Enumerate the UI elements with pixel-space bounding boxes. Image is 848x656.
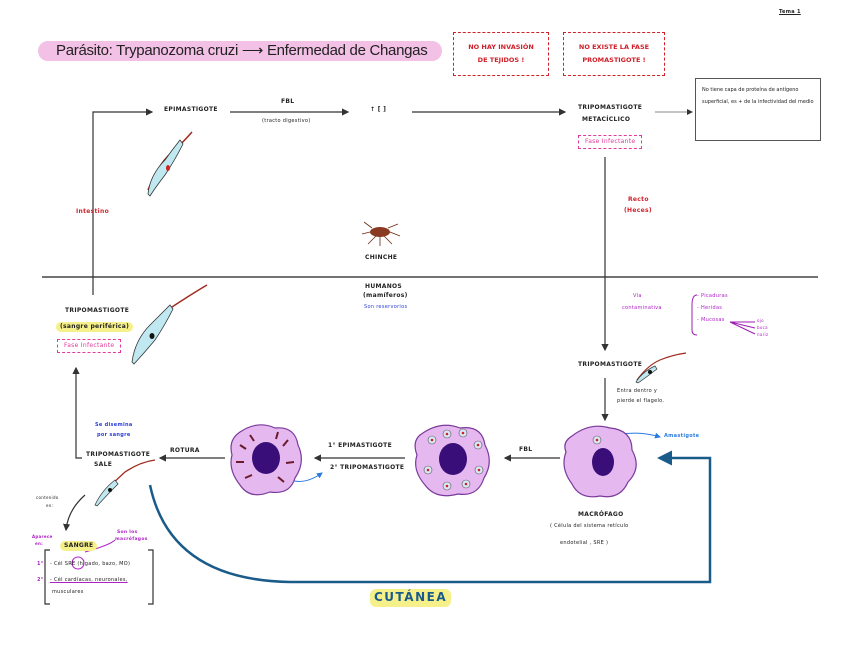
- cutaneous-route-arrow: [148, 450, 712, 584]
- macrophage-note-1: ( Célula del sistema retículo: [550, 523, 629, 529]
- route-wounds: - Heridas: [697, 305, 723, 311]
- appears-label-2: en:: [35, 541, 44, 546]
- human-trypomastigote-drawing-icon: [635, 352, 687, 384]
- amastigote-label: Amastigote: [664, 433, 700, 439]
- humans-label: HUMANOS: [365, 283, 403, 290]
- arrow-to-targets: [63, 494, 86, 532]
- page-title: Parásito: Trypanozoma cruzi ⟶ Enfermedad…: [38, 41, 442, 61]
- step-1-epimastigote: 1° EPIMASTIGOTE: [328, 442, 392, 449]
- warning-text: PROMASTIGOTE !: [582, 56, 646, 64]
- title-arrow-icon: ⟶: [241, 42, 267, 59]
- fbl-note: (tracto digestivo): [262, 118, 311, 124]
- brace-routes: [691, 294, 698, 336]
- exiting-trypomastigote-drawing-icon: [94, 459, 156, 507]
- feces-label: (Heces): [624, 207, 652, 214]
- mucosa-arrows: [729, 321, 756, 335]
- warning-text: DE TEJIDOS !: [477, 56, 525, 64]
- fbl-label: FBL: [281, 98, 295, 105]
- mucosa-nose: nariz: [757, 332, 769, 337]
- targets-bracket-right: [148, 549, 154, 605]
- warning-text: NO HAY INVASIÓN: [468, 43, 534, 51]
- peripheral-blood-label: (sangre periférica): [56, 322, 134, 332]
- blood-label: SANGRE: [60, 541, 98, 551]
- concentration-increase: ↑ [ ]: [370, 106, 387, 113]
- metacyclic-label-1: TRIPOMASTIGOTE: [578, 104, 643, 111]
- spread-label-2: por sangre: [97, 432, 131, 438]
- chinche-bug-icon: [361, 221, 401, 246]
- sre-pointer: [84, 539, 116, 553]
- ruptured-cell-drawing-icon: [230, 424, 302, 496]
- contained-label-1: contenido: [36, 495, 59, 500]
- route-bites: - Picaduras: [697, 293, 728, 299]
- title-disease: Enfermedad de Changas: [266, 42, 428, 59]
- target-2-text-cont: musculares: [52, 589, 84, 595]
- target-2-text: - Cél cardíacas, neuronales,: [50, 577, 128, 583]
- human-trypomastigote-label: TRIPOMASTIGOTE: [578, 361, 643, 368]
- infected-cell-drawing-icon: [414, 424, 490, 497]
- warning-no-tissue-invasion: NO HAY INVASIÓN DE TEJIDOS !: [453, 32, 549, 76]
- target-1-text: - Cél SRE (hígado, bazo, MO): [50, 561, 131, 567]
- bug-label: CHINCHE: [365, 254, 398, 261]
- target-1-order: 1°: [37, 561, 44, 567]
- metacyclic-label-2: METACÍCLICO: [582, 116, 631, 123]
- macrophage-drawing-icon: [563, 425, 637, 498]
- macrophage-label: MACRÓFAGO: [578, 511, 624, 518]
- page-label: Tema 1: [779, 9, 801, 15]
- macrophages-note-1: Son los: [117, 530, 138, 535]
- cutaneous-route-label: CUTÁNEA: [370, 589, 452, 607]
- spread-label-1: Se disemina: [95, 422, 133, 428]
- arrow-intestine-to-epimastigote: [92, 108, 154, 295]
- route-label-2: contaminativa: [622, 305, 662, 311]
- blood-trypomastigote-label: TRIPOMASTIGOTE: [65, 307, 130, 314]
- metacyclic-infective-phase: Fase Infectante: [578, 135, 643, 149]
- contained-label-2: en:: [46, 503, 54, 508]
- warning-no-promastigote: NO EXISTE LA FASE PROMASTIGOTE !: [563, 32, 665, 76]
- exit-label-1: TRIPOMASTIGOTE: [86, 451, 151, 458]
- info-box: No tiene capa de proteína de antígeno su…: [695, 78, 821, 141]
- rupture-label: ROTURA: [170, 447, 200, 454]
- arrow-to-blood-trypo: [72, 366, 82, 459]
- warning-text: NO EXISTE LA FASE: [578, 43, 650, 51]
- mucosa-eye: ojo: [757, 318, 764, 323]
- intestine-label: Intestino: [76, 208, 110, 215]
- reservoirs-label: Son reservorios: [364, 304, 408, 310]
- title-parasite: Parásito: Trypanozoma cruzi: [56, 42, 238, 59]
- epimastigote-label: EPIMASTIGOTE: [164, 106, 218, 113]
- rectum-label: Recto: [628, 196, 649, 203]
- mucosa-mouth: boca: [757, 325, 768, 330]
- sre-circle: [71, 556, 85, 570]
- macrophage-note-2: endotelial , SRE ): [560, 540, 609, 546]
- route-mucosa: - Mucosas: [697, 317, 725, 323]
- route-label-1: Vía: [633, 293, 642, 299]
- exit-label-2: SALE: [94, 461, 113, 468]
- mammals-label: (mamíferos): [363, 292, 408, 299]
- appears-label-1: Aparece: [32, 534, 53, 539]
- target-2-order: 2°: [37, 577, 44, 583]
- macrophages-note-2: macrófagos: [115, 537, 148, 542]
- fbl-host-label: FBL: [519, 446, 533, 453]
- blood-trypomastigote-drawing-icon: [131, 284, 208, 365]
- targets-bracket-left: [44, 549, 50, 605]
- enters-note-2: pierde el flagelo.: [617, 398, 665, 404]
- epimastigote-drawing-icon: [147, 131, 193, 197]
- step-2-trypomastigote: 2° TRIPOMASTIGOTE: [330, 464, 405, 471]
- enters-note-1: Entra dentro y: [617, 388, 658, 394]
- blood-infective-phase: Fase Infectante: [57, 339, 122, 353]
